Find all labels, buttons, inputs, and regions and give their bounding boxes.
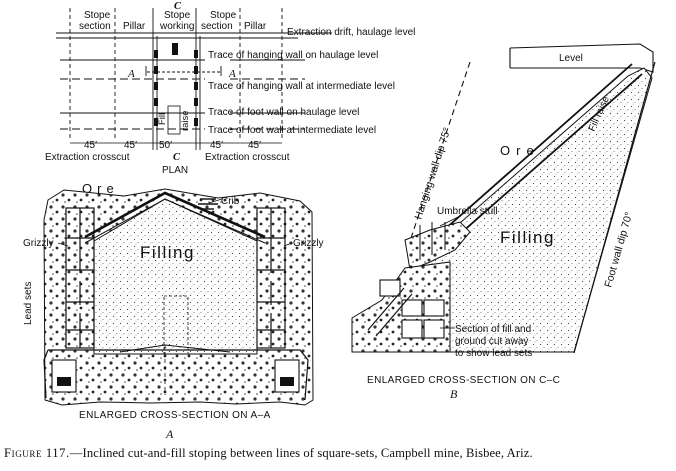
caption-text: —Inclined cut-and-fill stoping between l… [69,446,533,460]
section-b-view: Level Hanging wall dip 75° Ore Fill rais… [351,43,656,401]
grizzly-left-label: Grizzly [23,238,54,249]
plan-title: PLAN [162,165,188,176]
col-stope-working-line2: working [159,21,194,32]
filling-label-b: Filling [500,228,555,247]
fill-raise-label-2: raise [180,110,191,131]
lead-sets-label: Lead sets [23,282,34,325]
dim-45-b: 45′ [124,140,137,151]
dim-50: 50′ [159,140,172,151]
section-c-marker-bottom: C [173,152,181,163]
section-a-marker-left: A [127,68,135,80]
figure-caption: Figure 117.—Inclined cut-and-fill stopin… [4,446,672,461]
cutaway-label-3: to show lead sets [455,348,532,359]
cutaway-label-1: Section of fill and [455,324,531,335]
cutaway-label-2: ground cut away [455,336,528,347]
section-b-letter: B [450,387,458,401]
dim-45-c: 45′ [210,140,223,151]
dim-45-a: 45′ [84,140,97,151]
col-stope-section-right-line2: section [201,21,233,32]
col-pillar-right: Pillar [244,21,267,32]
ore-label-b: Ore [500,143,540,158]
trace-foot-haulage: Trace of foot wall on haulage level [208,107,359,118]
level-label: Level [559,53,583,64]
fill-raise-label-1: Fill [157,113,168,125]
filling-label-a: Filling [140,243,195,262]
trace-hanging-intermediate: Trace of hanging wall at intermediate le… [208,81,395,92]
col-stope-working-line1: Stope [164,10,191,21]
section-a-view: Ore Crib [23,181,324,441]
trace-foot-intermediate: Trace of foot wall at intermediate level [208,125,376,136]
section-c-marker-top: C [174,1,182,12]
trace-hanging-haulage: Trace of hanging wall on haulage level [208,50,378,61]
col-pillar-left: Pillar [123,21,146,32]
figure-number: Figure 117. [4,446,70,460]
section-a-marker-right: A [228,68,236,80]
crib-label: Crib [221,196,240,207]
section-a-letter: A [165,427,174,441]
extraction-drift-label: Extraction drift, haulage level [287,27,415,38]
crosscut-left-label: Extraction crosscut [45,152,130,163]
plan-view: Stope section Pillar Stope working Stope… [45,1,415,176]
section-b-title: ENLARGED CROSS-SECTION ON C–C [367,375,560,386]
umbrella-stull-label: Umbrella stull [437,206,498,217]
col-stope-section-left-line1: Stope [84,10,111,21]
section-a-title: ENLARGED CROSS-SECTION ON A–A [79,410,271,421]
crosscut-right-label: Extraction crosscut [205,152,290,163]
col-stope-section-right-line1: Stope [210,10,237,21]
col-stope-section-left-line2: section [79,21,111,32]
grizzly-right-label: Grizzly [293,238,324,249]
dim-45-d: 45′ [248,140,261,151]
